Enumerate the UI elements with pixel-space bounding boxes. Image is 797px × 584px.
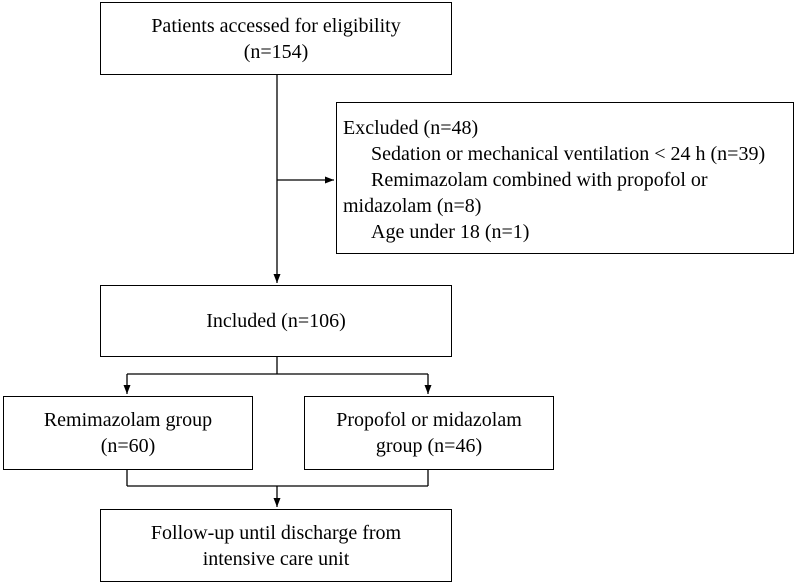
excluded-title: Excluded (n=48) <box>343 117 479 139</box>
followup-label-line1: Follow-up until discharge from <box>150 521 402 544</box>
eligibility-box: Patients accessed for eligibility (n=154… <box>100 2 452 75</box>
remimazolam-group-box: Remimazolam group (n=60) <box>3 396 253 470</box>
excluded-reason-age: Age under 18 (n=1) <box>371 221 530 243</box>
eligibility-label: Patients accessed for eligibility <box>151 14 401 37</box>
excluded-reason-combined-line1: Remimazolam combined with propofol or <box>371 169 708 191</box>
remimazolam-group-count: (n=60) <box>100 435 156 457</box>
remimazolam-group-label: Remimazolam group <box>43 409 213 431</box>
eligibility-count: (n=154) <box>243 40 309 63</box>
excluded-box: Excluded (n=48) Sedation or mechanical v… <box>336 102 794 254</box>
included-box: Included (n=106) <box>100 285 452 357</box>
propofol-group-count: group (n=46) <box>375 435 483 457</box>
followup-box: Follow-up until discharge from intensive… <box>100 509 452 582</box>
excluded-reason-combined-line2: midazolam (n=8) <box>343 195 482 217</box>
excluded-reason-short-sedation: Sedation or mechanical ventilation < 24 … <box>371 143 766 165</box>
propofol-group-label: Propofol or midazolam <box>336 409 522 431</box>
included-label: Included (n=106) <box>206 310 346 332</box>
propofol-group-box: Propofol or midazolam group (n=46) <box>304 396 554 470</box>
followup-label-line2: intensive care unit <box>202 547 350 570</box>
